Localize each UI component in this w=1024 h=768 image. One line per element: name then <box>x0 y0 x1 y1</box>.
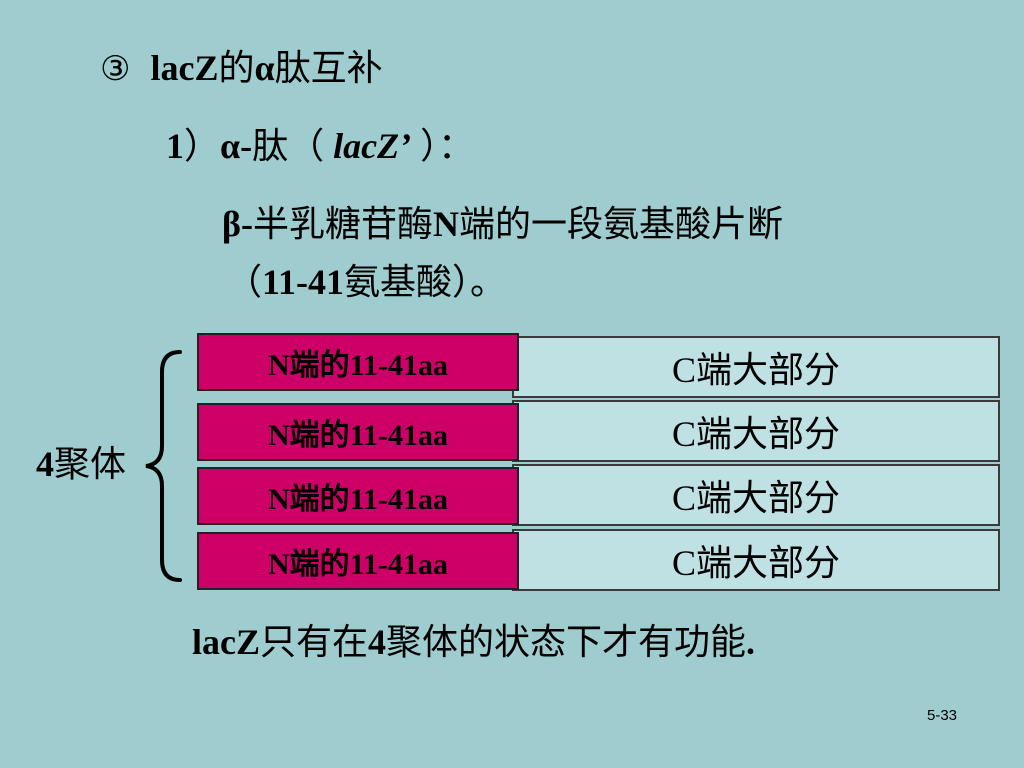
circled-number-marker: ③ <box>100 49 131 89</box>
title-gene: lacZ <box>150 48 219 88</box>
n-terminal-segment: N端的11-41aa <box>197 403 519 461</box>
subpoint-line: 1）α-肽（ lacZ’ ）： <box>166 120 474 172</box>
desc-text-b: 端的一段氨基酸片断 <box>458 204 783 244</box>
c-terminal-segment: C端大部分 <box>512 336 1000 398</box>
page-number: 5-33 <box>927 707 958 724</box>
subpoint-gene: lacZ’ <box>333 126 412 166</box>
subpoint-end: ）： <box>420 126 475 166</box>
n-terminal-segment: N端的11-41aa <box>197 467 519 525</box>
conclusion-line: lacZ只有在4聚体的状态下才有功能. <box>192 616 755 668</box>
conclusion-period: . <box>746 622 756 662</box>
desc-text-c: 氨基酸）。 <box>344 262 507 302</box>
desc-n: N <box>432 204 459 244</box>
desc-beta: β <box>222 204 241 244</box>
conclusion-text-b: 聚体的状态下才有功能 <box>386 622 747 662</box>
slide-title: ③ lacZ的α肽互补 <box>100 42 383 95</box>
tetramer-num: 4 <box>36 444 54 484</box>
c-terminal-segment: C端大部分 <box>512 464 1000 526</box>
subpoint-paren: ） <box>184 126 221 166</box>
subpoint-dash: - <box>240 126 253 166</box>
title-rest: 肽互补 <box>274 48 383 88</box>
tetramer-text: 聚体 <box>54 444 127 484</box>
conclusion-gene: lacZ <box>192 622 260 662</box>
subpoint-number: 1 <box>166 126 184 166</box>
conclusion-text-a: 只有在 <box>260 622 369 662</box>
n-terminal-segment: N端的11-41aa <box>197 333 519 391</box>
subpoint-alpha: α <box>220 126 241 166</box>
desc-range: 11-41 <box>262 262 345 302</box>
desc-text-a: 半乳糖苷酶 <box>252 204 433 244</box>
c-terminal-segment: C端大部分 <box>512 529 1000 591</box>
desc-dash: - <box>240 204 253 244</box>
desc-open: （ <box>226 262 263 302</box>
subpoint-word: 肽（ <box>252 126 325 166</box>
title-alpha: α <box>254 48 275 88</box>
tetramer-label: 4聚体 <box>36 438 126 490</box>
title-de: 的 <box>218 48 255 88</box>
n-terminal-segment: N端的11-41aa <box>197 532 519 590</box>
description-line-1: β-半乳糖苷酶N端的一段氨基酸片断 <box>222 198 783 250</box>
c-terminal-segment: C端大部分 <box>512 400 1000 462</box>
description-line-2: （11-41氨基酸）。 <box>226 256 506 308</box>
left-curly-brace <box>145 350 182 582</box>
conclusion-num: 4 <box>368 622 387 662</box>
